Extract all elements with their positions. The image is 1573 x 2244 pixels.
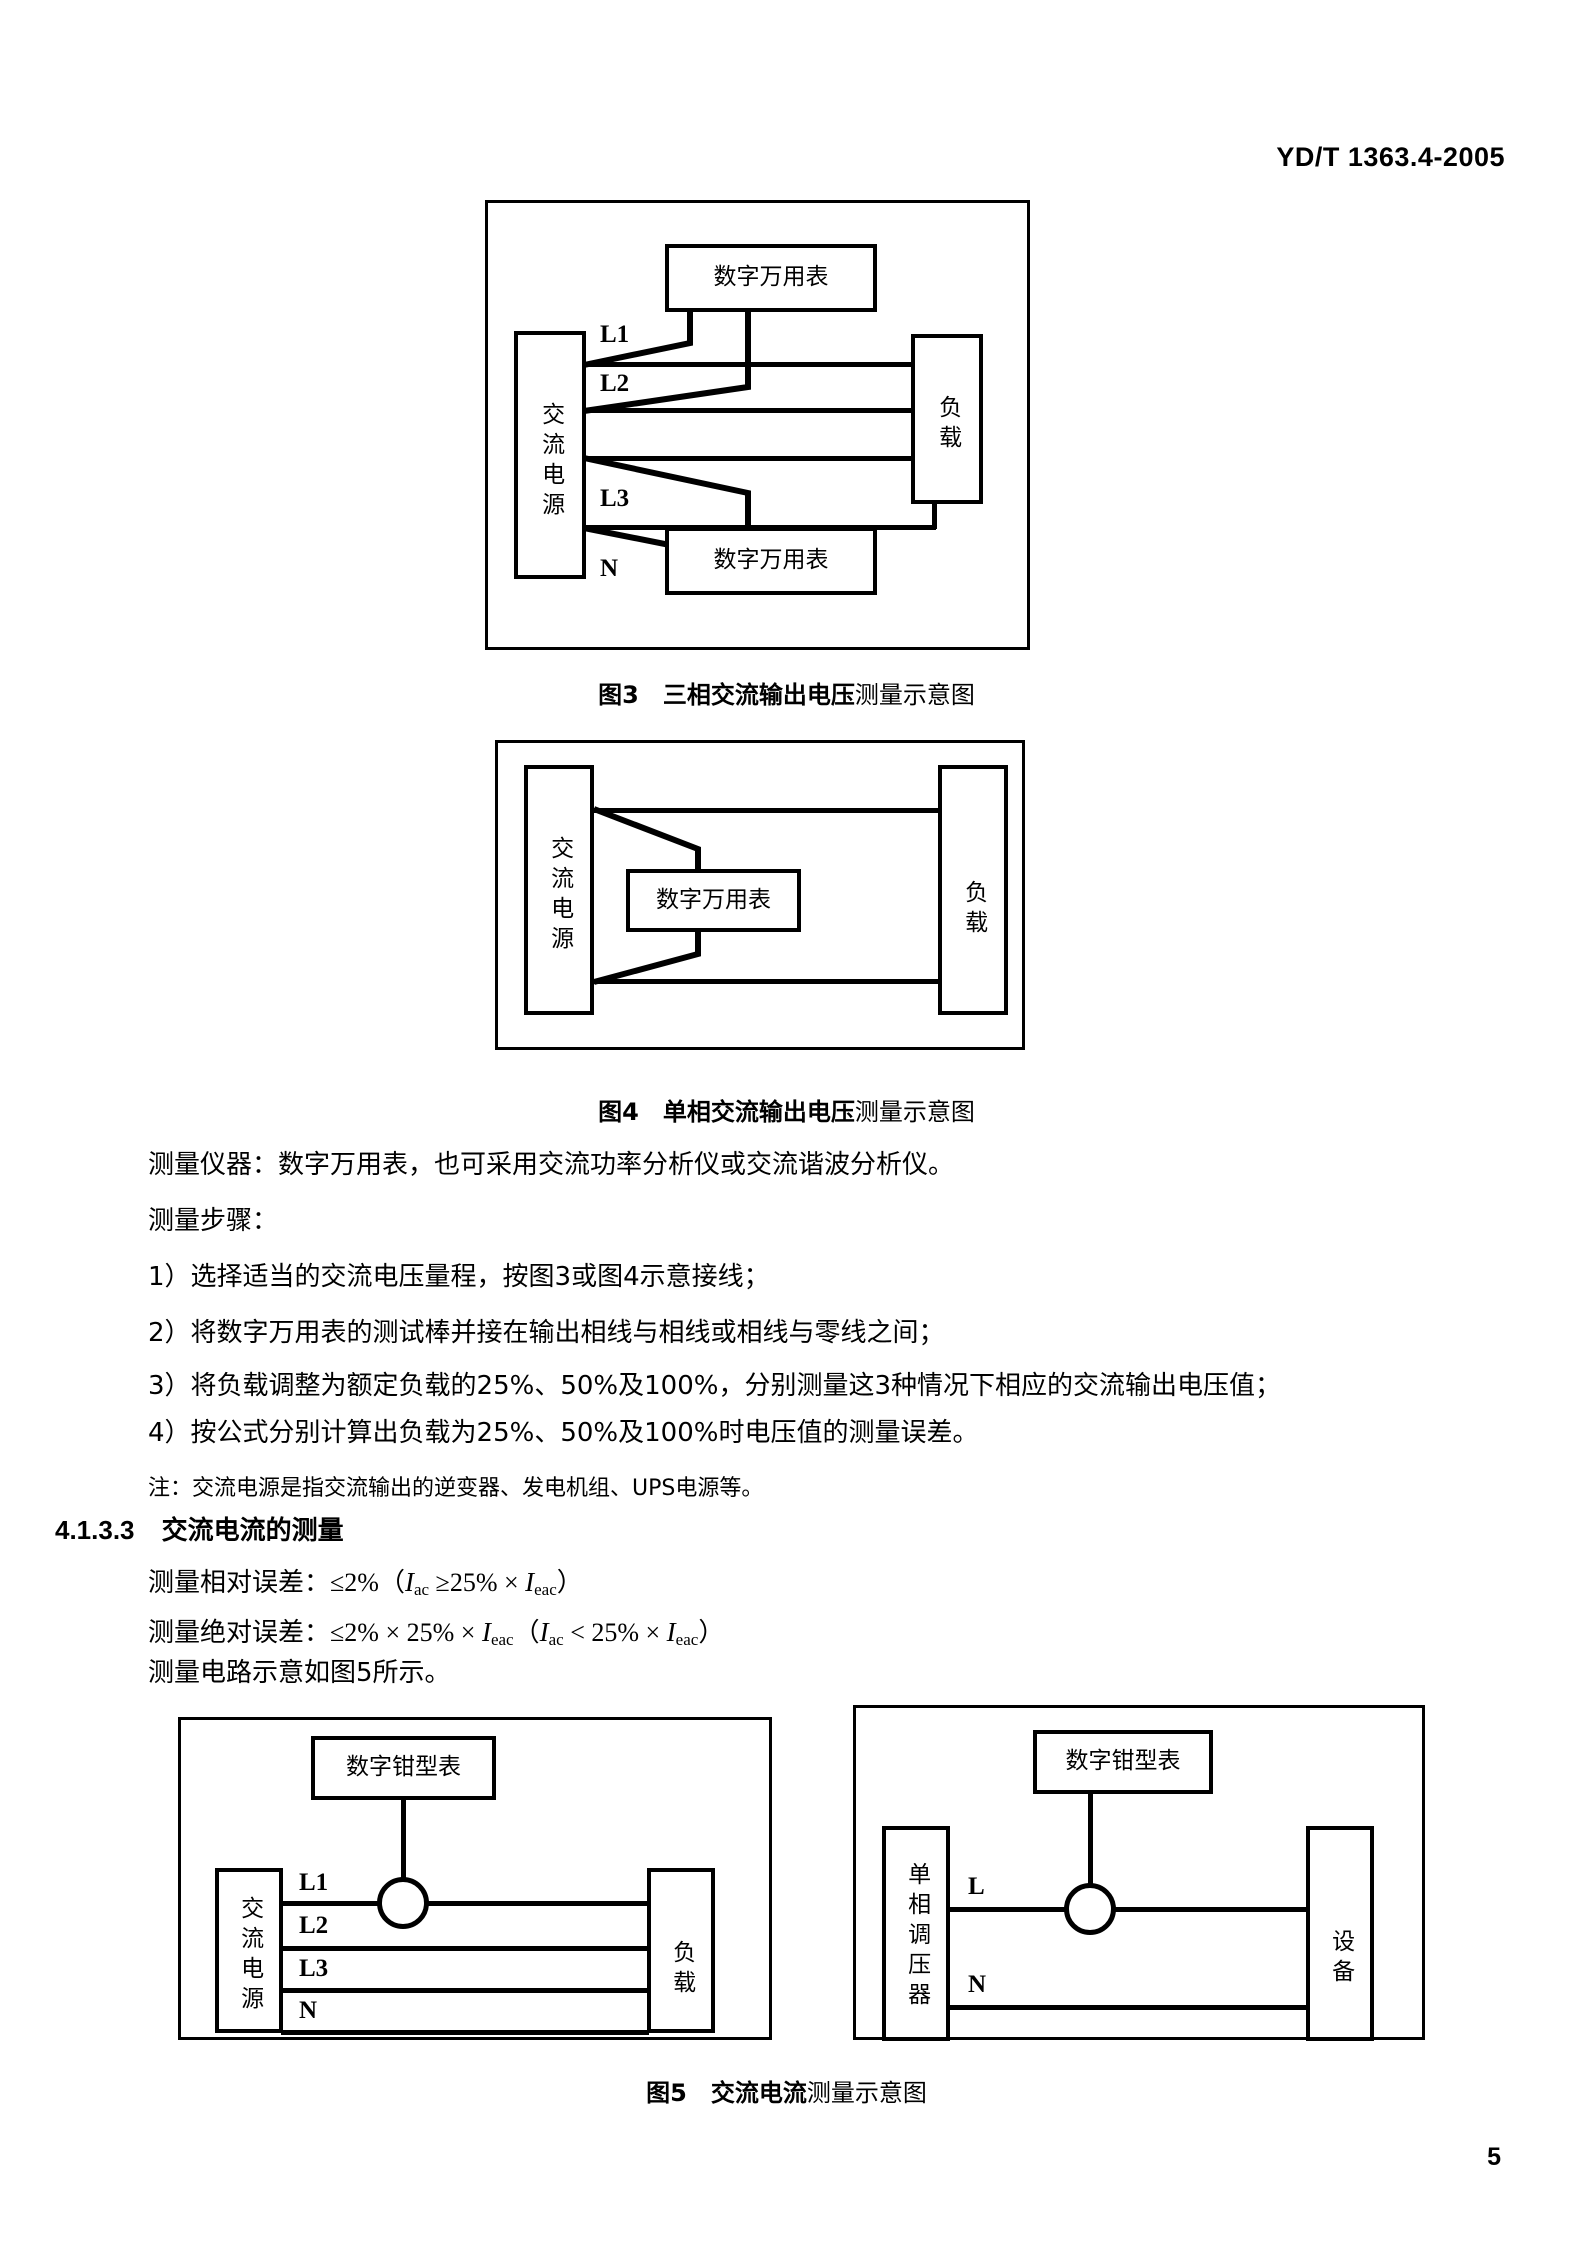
figure3-frame: 数字万用表 交流电源 负载 数字万用表 L1 L2 L3 N [485, 200, 1030, 650]
standard-id-header: YD/T 1363.4-2005 [1276, 142, 1505, 172]
figure3-caption-rest: 测量示意图 [854, 681, 975, 709]
formula-absolute-error: 测量绝对误差：≤2% × 25% × Ieac（Iac < 25% × Ieac… [148, 1612, 724, 1650]
figure5-right-label-n: N [968, 1971, 987, 1998]
figure5-caption: 图5 交流电流测量示意图 [0, 2073, 1573, 2108]
figure3-label-n: N [600, 555, 619, 582]
figure5-left-ac-source: 交流电源 [215, 1868, 283, 2033]
figure5-caption-rest: 测量示意图 [806, 2079, 927, 2107]
section-heading: 4.1.3.3 交流电流的测量 [55, 1510, 344, 1547]
figure4-caption-rest: 测量示意图 [854, 1098, 975, 1126]
circuit-reference: 测量电路示意如图5所示。 [148, 1658, 451, 1688]
note-paragraph: 注：交流电源是指交流输出的逆变器、发电机组、UPS电源等。 [148, 1476, 764, 1501]
figure3-tap-l3 [583, 455, 751, 533]
figure3-wire-n-riser [932, 504, 937, 529]
figure3-label-l2: L2 [600, 370, 630, 397]
figure5-left-clamp-ring [377, 1877, 429, 1929]
figure4-caption-bold: 图4 单相交流输出电压 [598, 1098, 855, 1126]
figure4-ac-source: 交流电源 [524, 765, 594, 1015]
formula-relative-expr: ≤2%（Iac ≥25% × Ieac） [330, 1567, 583, 1599]
figure5-right-regulator: 单相调压器 [882, 1826, 950, 2041]
instrument-paragraph: 测量仪器：数字万用表，也可采用交流功率分析仪或交流谐波分析仪。 [148, 1150, 955, 1180]
figure5-right-label-l: L [968, 1873, 985, 1900]
figure5-right-equipment: 设备 [1306, 1826, 1374, 2041]
figure5-left-label-l1: L1 [299, 1869, 329, 1896]
figure5-right-wire-n [948, 2005, 1308, 2010]
figure5-right-clamp-meter: 数字钳型表 [1033, 1730, 1213, 1794]
step-item-2: 2）将数字万用表的测试棒并接在输出相线与相线或相线与零线之间； [148, 1318, 945, 1348]
figure4-wire-bottom-bus [592, 979, 942, 984]
figure5-left-wire-l3 [281, 1988, 649, 1993]
figure5-right-meter-lead [1088, 1794, 1093, 1888]
formula-absolute-expr: ≤2% × 25% × Ieac（Iac < 25% × Ieac） [330, 1617, 725, 1649]
figure5-left-meter-lead [401, 1800, 406, 1884]
figure3-caption-bold: 图3 三相交流输出电压 [598, 681, 855, 709]
formula-relative-label: 测量相对误差： [148, 1568, 331, 1598]
figure5-right-frame: 数字钳型表 单相调压器 设备 L N [853, 1705, 1425, 2041]
figure4-frame: 交流电源 负载 数字万用表 [495, 740, 1025, 1050]
section-title: 交流电流的测量 [161, 1516, 344, 1546]
figure5-left-label-n: N [299, 1997, 318, 2024]
figure3-ac-source: 交流电源 [514, 331, 586, 579]
figure5-left-wire-n [281, 2030, 649, 2035]
figure5-right-clamp-ring [1064, 1883, 1116, 1935]
figure4-wire-top-bus [592, 808, 942, 813]
figure4-load: 负载 [938, 765, 1008, 1015]
section-number: 4.1.3.3 [55, 1515, 135, 1545]
step-item-4: 4）按公式分别计算出负载为25%、50%及100%时电压值的测量误差。 [148, 1418, 979, 1448]
figure5-right-wire-l [948, 1907, 1308, 1912]
figure3-wire-l3-bus [584, 456, 913, 461]
figure5-left-clamp-meter: 数字钳型表 [311, 1736, 496, 1800]
step-item-3: 3）将负载调整为额定负载的25%、50%及100%，分别测量这3种情况下相应的交… [148, 1371, 1281, 1401]
step-item-1: 1）选择适当的交流电压量程，按图3或图4示意接线； [148, 1262, 770, 1292]
figure3-tap-l2 [583, 311, 751, 414]
formula-absolute-label: 测量绝对误差： [148, 1618, 331, 1648]
figure4-tap-bottom [593, 930, 701, 985]
steps-heading: 测量步骤： [148, 1206, 279, 1236]
figure4-caption: 图4 单相交流输出电压测量示意图 [0, 1092, 1573, 1127]
figure3-label-l3: L3 [600, 485, 630, 512]
page-number: 5 [1487, 2143, 1501, 2171]
figure3-label-l1: L1 [600, 321, 630, 348]
figure3-caption: 图3 三相交流输出电压测量示意图 [0, 675, 1573, 710]
figure3-tap-l1 [583, 311, 693, 368]
figure5-left-wire-l1 [281, 1901, 649, 1906]
figure5-left-wire-l2 [281, 1946, 649, 1951]
figure5-left-frame: 数字钳型表 交流电源 负载 L1 L2 L3 N [178, 1717, 772, 2040]
figure5-left-label-l2: L2 [299, 1912, 329, 1939]
formula-relative-error: 测量相对误差：≤2%（Iac ≥25% × Ieac） [148, 1562, 583, 1600]
figure3-bottom-multimeter: 数字万用表 [665, 527, 877, 595]
figure4-multimeter: 数字万用表 [626, 869, 801, 932]
figure3-wire-l2-bus [584, 408, 913, 413]
figure5-left-label-l3: L3 [299, 1955, 329, 1982]
figure5-caption-bold: 图5 交流电流 [646, 2079, 807, 2107]
figure3-top-multimeter: 数字万用表 [665, 244, 877, 312]
figure4-tap-top [592, 806, 701, 873]
figure3-load: 负载 [911, 334, 983, 504]
figure5-left-load: 负载 [647, 1868, 715, 2033]
